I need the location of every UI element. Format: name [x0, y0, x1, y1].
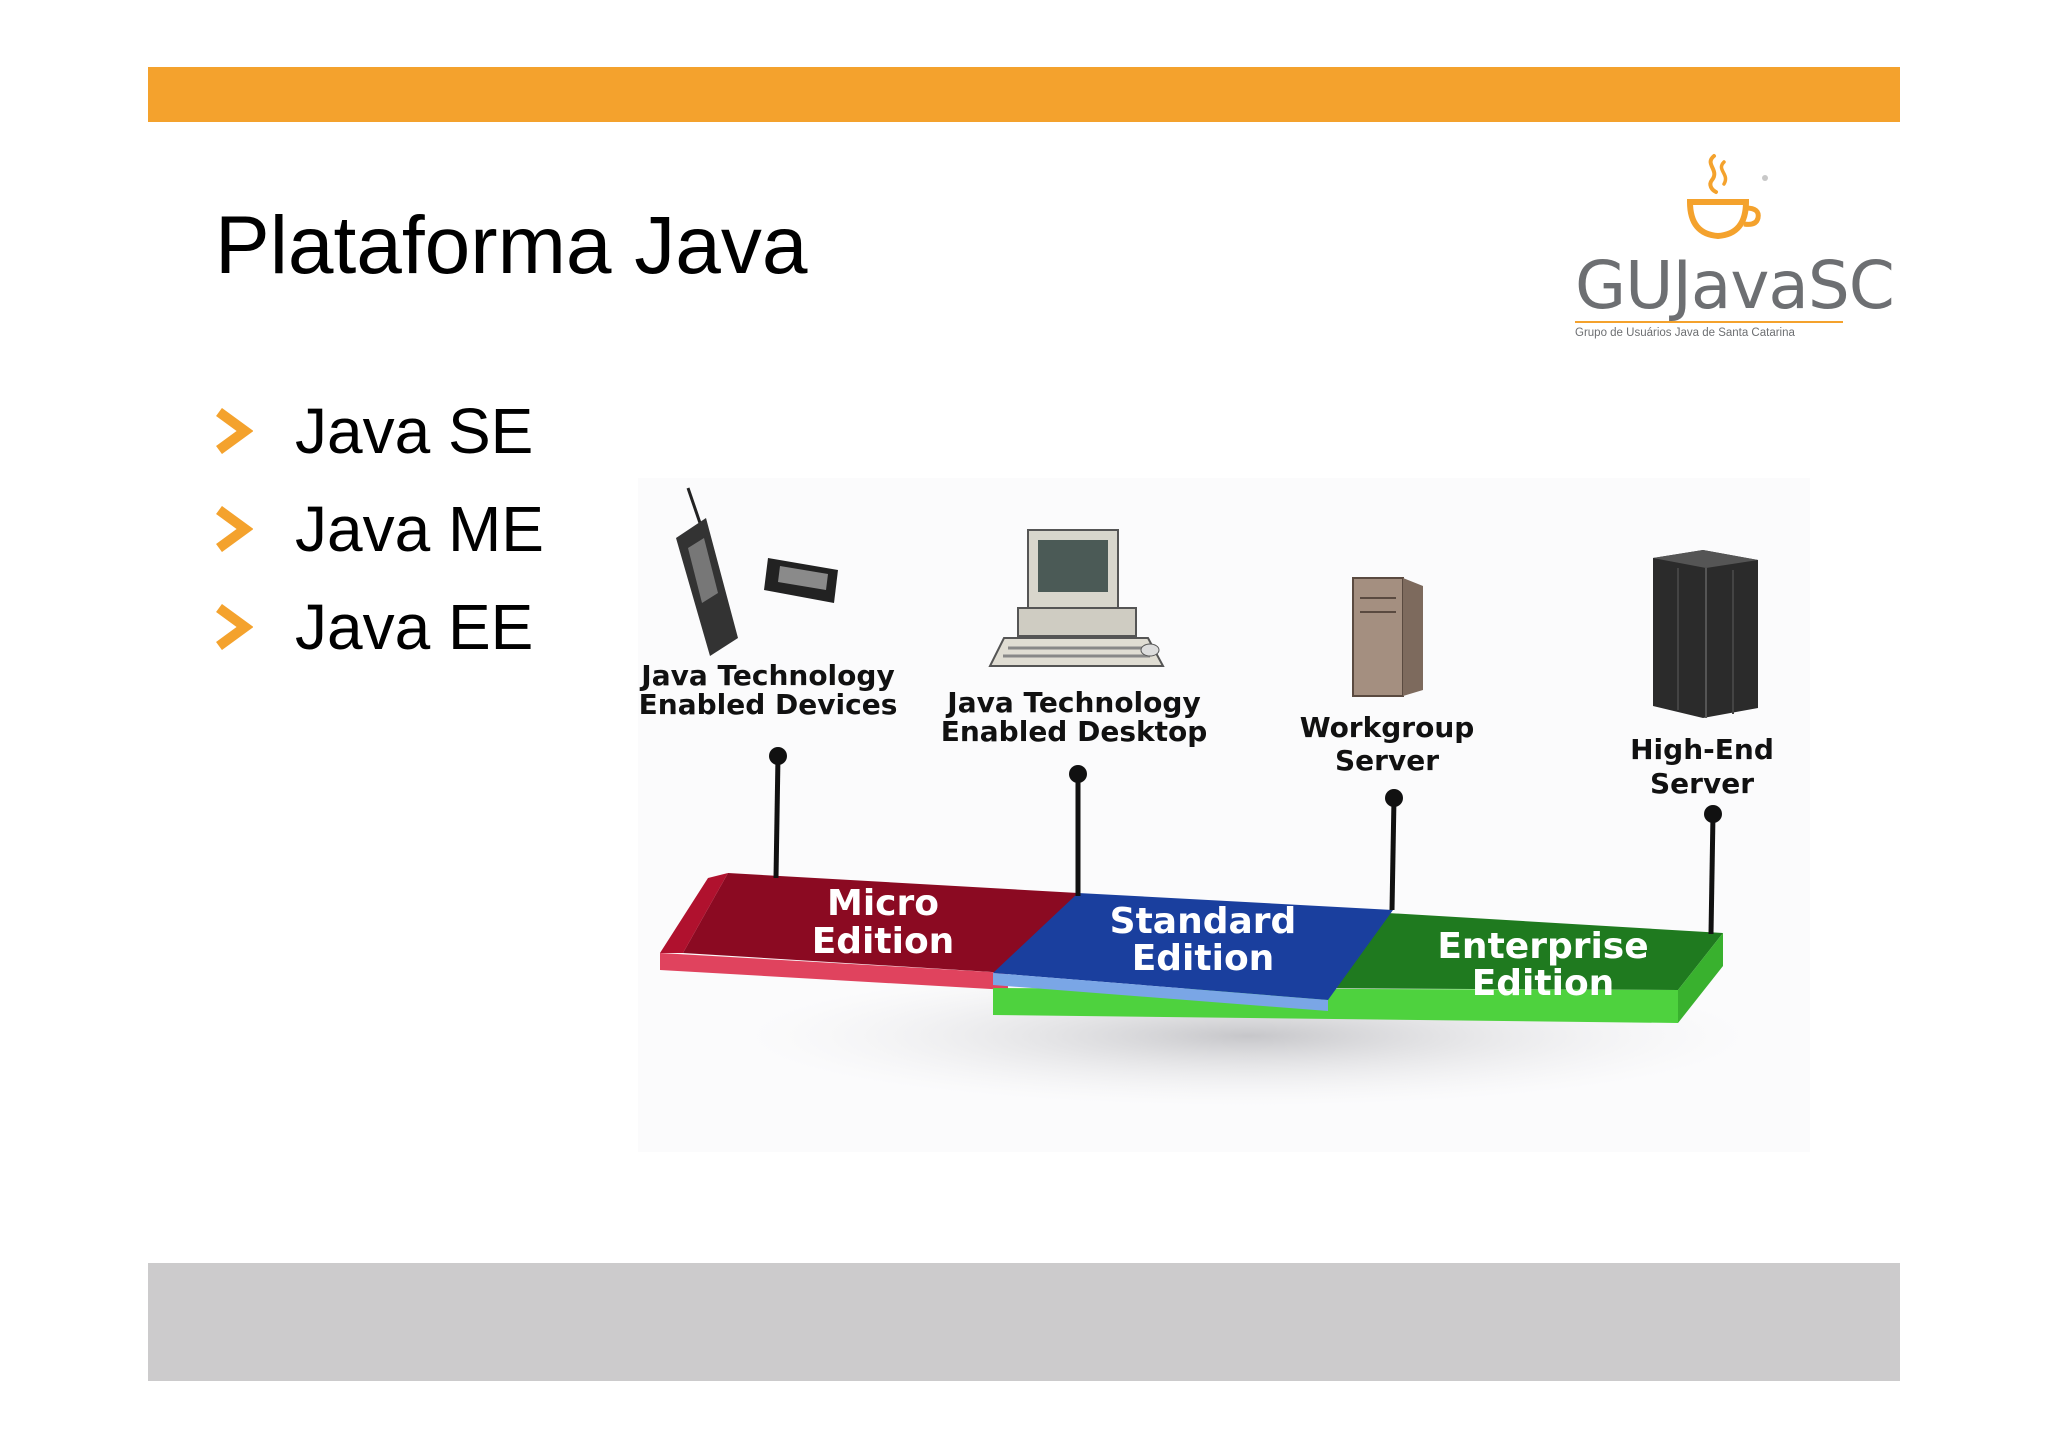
logo-wordmark: GUJavaSC	[1575, 247, 1895, 324]
bullet-item: Java EE	[215, 578, 544, 676]
bullet-list: Java SE Java ME Java EE	[215, 382, 544, 676]
logo-divider	[1575, 321, 1843, 323]
connector-pin	[769, 747, 787, 879]
pager-icon	[764, 558, 838, 603]
chevron-right-icon	[216, 408, 253, 454]
workgroup-server-icon	[1352, 577, 1423, 697]
coffee-cup-icon	[1686, 154, 1768, 240]
device-label: Enabled Devices	[639, 688, 898, 721]
connector-pin	[1069, 765, 1087, 896]
device-label: Java Technology	[639, 659, 894, 692]
device-label: High-End	[1630, 733, 1774, 766]
platform-diagram-svg: Micro Edition Enterprise Edition Standar…	[639, 487, 1774, 1106]
bullet-item: Java SE	[215, 382, 544, 480]
chevron-right-icon	[216, 604, 253, 650]
desktop-computer-icon	[988, 529, 1165, 667]
edition-label: Edition	[812, 921, 955, 962]
edition-label: Standard	[1110, 901, 1297, 942]
bullet-text: Java ME	[295, 493, 544, 565]
bullet-text: Java SE	[295, 395, 534, 467]
standard-edition-slab: Standard Edition	[993, 893, 1393, 1011]
edition-label: Enterprise	[1437, 926, 1648, 967]
edition-label: Edition	[1132, 938, 1275, 979]
chevron-right-icon	[216, 506, 253, 552]
device-label: Server	[1650, 767, 1754, 800]
edition-label: Micro	[827, 883, 939, 924]
connector-pin	[1385, 789, 1403, 911]
micro-edition-slab: Micro Edition	[660, 873, 1078, 990]
gujavasc-logo: GUJavaSC Grupo de Usuários Java de Santa…	[1568, 150, 1895, 350]
device-label: Java Technology	[945, 686, 1200, 719]
device-label: Server	[1335, 744, 1439, 777]
edition-label: Edition	[1472, 963, 1615, 1004]
connector-pin	[1704, 805, 1722, 935]
device-label: Workgroup	[1300, 711, 1475, 744]
logo-tagline: Grupo de Usuários Java de Santa Catarina	[1575, 327, 1795, 339]
bullet-text: Java EE	[295, 591, 534, 663]
slide-title: Plataforma Java	[215, 200, 808, 291]
header-accent-bar	[148, 67, 1900, 122]
bullet-item: Java ME	[215, 480, 544, 578]
java-platform-diagram: Micro Edition Enterprise Edition Standar…	[638, 478, 1810, 1152]
device-label: Enabled Desktop	[941, 715, 1208, 748]
footer-bar	[148, 1263, 1900, 1381]
mobile-phone-icon	[676, 487, 738, 656]
high-end-server-icon	[1653, 550, 1758, 718]
